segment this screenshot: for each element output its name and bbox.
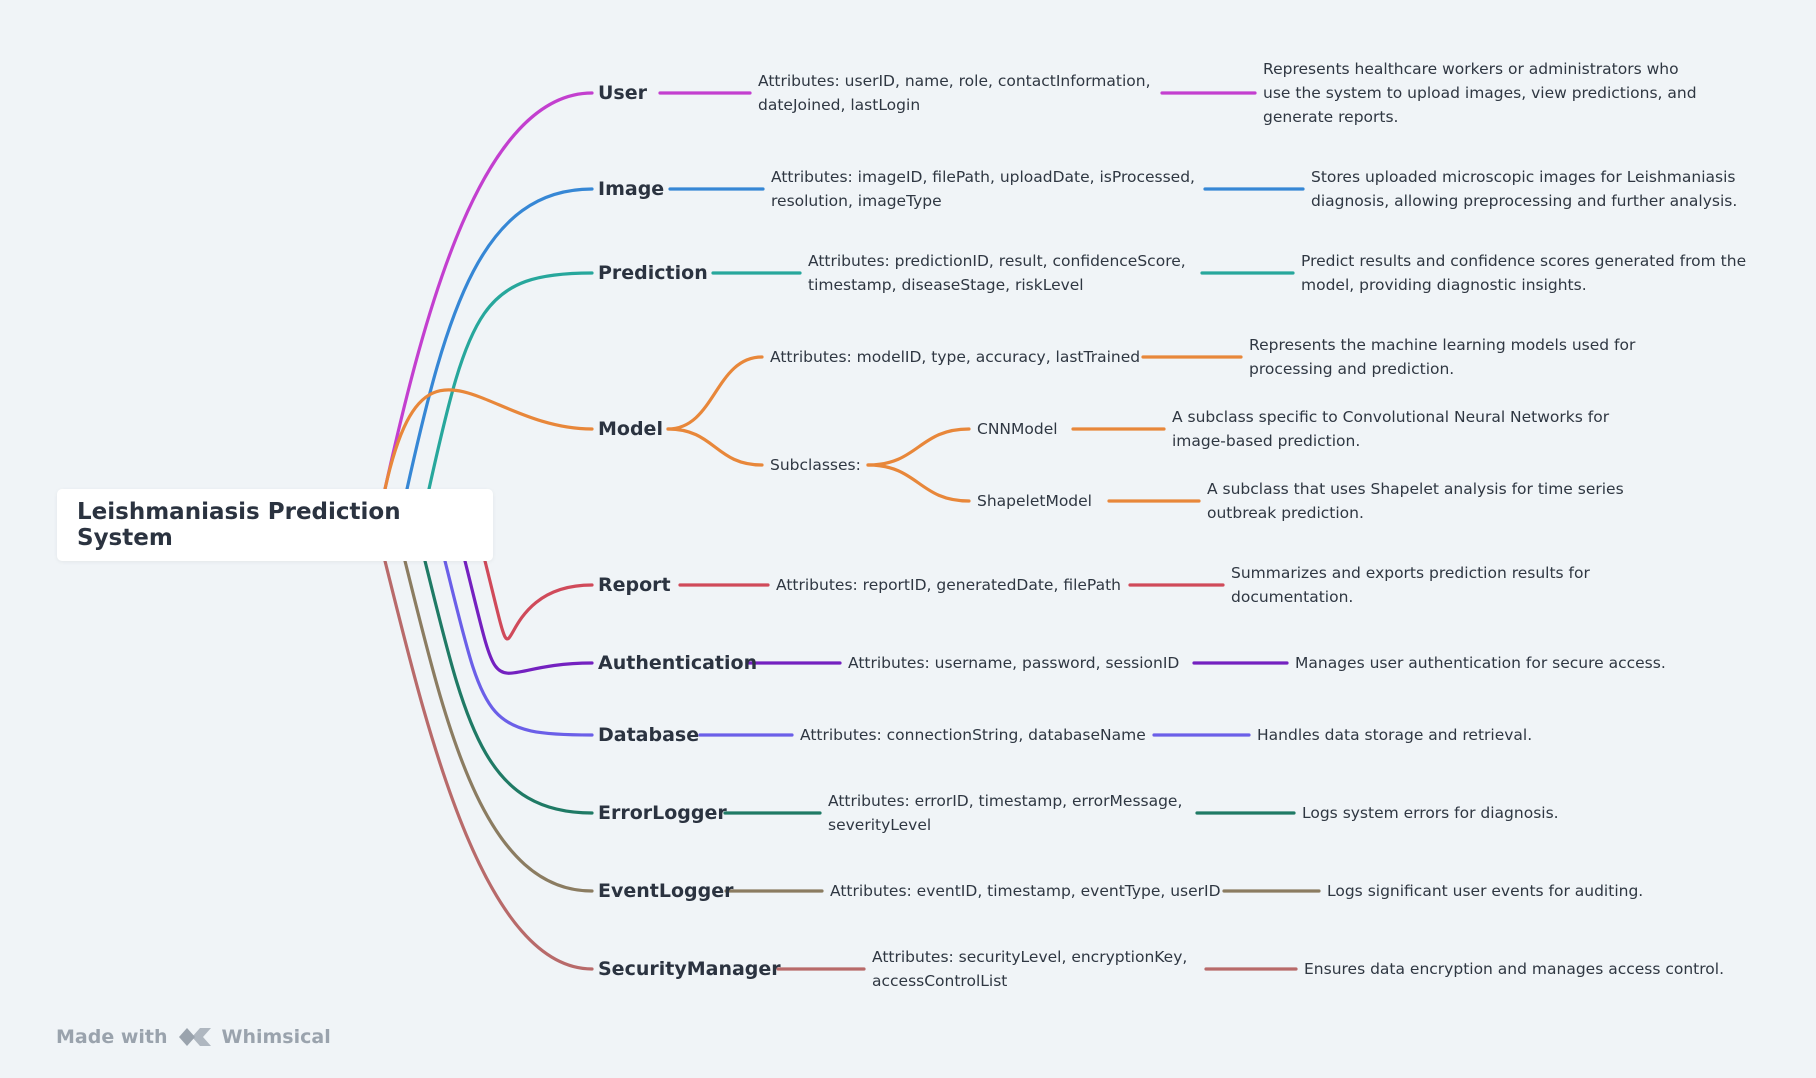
node-errorlogger[interactable]: ErrorLogger [598,802,727,824]
root-node[interactable]: Leishmaniasis Prediction System [57,489,493,561]
node-database[interactable]: Database [598,724,700,746]
user-description[interactable]: Represents healthcare workers or adminis… [1263,57,1697,129]
whimsical-logo-icon [178,1028,211,1046]
user-description-line: generate reports. [1263,108,1399,126]
connector-authentication [463,559,594,675]
node-eventlogger[interactable]: EventLogger [598,880,734,902]
authentication-description-line: Manages user authentication for secure a… [1295,654,1666,672]
securitymanager-attributes-line: Attributes: securityLevel, encryptionKey… [872,948,1188,966]
errorlogger-description-line: Logs system errors for diagnosis. [1302,804,1559,822]
errorlogger-description[interactable]: Logs system errors for diagnosis. [1302,801,1559,825]
made-with-label: Made with [56,1026,168,1048]
node-image[interactable]: Image [598,178,665,200]
connector-user [383,91,594,491]
prediction-attributes[interactable]: Attributes: predictionID, result, confid… [808,249,1186,297]
prediction-attributes-line: Attributes: predictionID, result, confid… [808,252,1186,270]
whimsical-brand: Whimsical [221,1026,331,1048]
connector-securitymanager [383,559,594,971]
node-user[interactable]: User [598,82,647,104]
node-model[interactable]: Model [598,418,663,440]
root-title: Leishmaniasis Prediction System [77,499,401,551]
user-attributes-line: dateJoined, lastLogin [758,96,921,114]
report-attributes[interactable]: Attributes: reportID, generatedDate, fil… [776,573,1121,597]
model-subclasses-label[interactable]: Subclasses: [770,456,861,474]
connector-model-subclasses [666,427,764,467]
prediction-description[interactable]: Predict results and confidence scores ge… [1301,249,1746,297]
node-securitymanager[interactable]: SecurityManager [598,958,781,980]
connector-errorlogger [423,559,594,815]
subclass-description-1-line: outbreak prediction. [1207,504,1364,522]
connector-eventlogger [403,559,594,893]
securitymanager-attributes-line: accessControlList [872,972,1008,990]
user-description-line: use the system to upload images, view pr… [1263,84,1697,102]
connector-subclass-0 [866,427,971,467]
image-description-line: diagnosis, allowing preprocessing and fu… [1311,192,1738,210]
image-description-line: Stores uploaded microscopic images for L… [1311,168,1736,186]
prediction-description-line: model, providing diagnostic insights. [1301,276,1587,294]
subclass-description-0-line: A subclass specific to Convolutional Neu… [1172,408,1610,426]
database-description-line: Handles data storage and retrieval. [1257,726,1533,744]
image-attributes[interactable]: Attributes: imageID, filePath, uploadDat… [771,165,1195,213]
user-attributes-line: Attributes: userID, name, role, contactI… [758,72,1151,90]
user-description-line: Represents healthcare workers or adminis… [1263,60,1679,78]
report-description[interactable]: Summarizes and exports prediction result… [1231,561,1590,609]
subclass-description-0-line: image-based prediction. [1172,432,1361,450]
made-with-whimsical[interactable]: Made with Whimsical [56,1024,331,1050]
prediction-attributes-line: timestamp, diseaseStage, riskLevel [808,276,1084,294]
errorlogger-attributes-line: severityLevel [828,816,932,834]
database-attributes-line: Attributes: connectionString, databaseNa… [800,726,1146,744]
report-attributes-line: Attributes: reportID, generatedDate, fil… [776,576,1121,594]
authentication-description[interactable]: Manages user authentication for secure a… [1295,651,1666,675]
connector-subclass-1 [866,463,971,503]
securitymanager-attributes[interactable]: Attributes: securityLevel, encryptionKey… [872,945,1187,993]
model-attributes[interactable]: Attributes: modelID, type, accuracy, las… [770,345,1140,369]
node-report[interactable]: Report [598,574,671,596]
subclass-cnnmodel[interactable]: CNNModel [977,420,1058,438]
connector-database [443,559,594,737]
securitymanager-description[interactable]: Ensures data encryption and manages acce… [1304,957,1724,981]
model-description-line: Represents the machine learning models u… [1249,336,1636,354]
node-authentication[interactable]: Authentication [598,652,758,674]
subclass-description-1[interactable]: A subclass that uses Shapelet analysis f… [1207,477,1624,525]
connector-report [483,559,594,641]
errorlogger-attributes[interactable]: Attributes: errorID, timestamp, errorMes… [828,789,1182,837]
image-description[interactable]: Stores uploaded microscopic images for L… [1311,165,1737,213]
model-description-line: processing and prediction. [1249,360,1455,378]
database-description[interactable]: Handles data storage and retrieval. [1257,723,1532,747]
model-attributes-line: Attributes: modelID, type, accuracy, las… [770,348,1141,366]
errorlogger-attributes-line: Attributes: errorID, timestamp, errorMes… [828,792,1183,810]
connector-model [383,388,594,491]
authentication-attributes-line: Attributes: username, password, sessionI… [848,654,1180,672]
connector-model-attributes [666,355,764,431]
image-attributes-line: Attributes: imageID, filePath, uploadDat… [771,168,1195,186]
subclass-description-1-line: A subclass that uses Shapelet analysis f… [1207,480,1624,498]
node-prediction[interactable]: Prediction [598,262,708,284]
subclass-description-0[interactable]: A subclass specific to Convolutional Neu… [1172,405,1609,453]
eventlogger-attributes-line: Attributes: eventID, timestamp, eventTyp… [830,882,1221,900]
user-attributes[interactable]: Attributes: userID, name, role, contactI… [758,69,1151,117]
authentication-attributes[interactable]: Attributes: username, password, sessionI… [848,651,1179,675]
database-attributes[interactable]: Attributes: connectionString, databaseNa… [800,723,1146,747]
report-description-line: documentation. [1231,588,1354,606]
subclass-shapeletmodel[interactable]: ShapeletModel [977,492,1092,510]
prediction-description-line: Predict results and confidence scores ge… [1301,252,1747,270]
eventlogger-description-line: Logs significant user events for auditin… [1327,882,1644,900]
securitymanager-description-line: Ensures data encryption and manages acce… [1304,960,1725,978]
connector-image [405,187,594,491]
eventlogger-attributes[interactable]: Attributes: eventID, timestamp, eventTyp… [830,879,1221,903]
connector-prediction [427,271,594,491]
report-description-line: Summarizes and exports prediction result… [1231,564,1590,582]
model-description[interactable]: Represents the machine learning models u… [1249,333,1635,381]
image-attributes-line: resolution, imageType [771,192,942,210]
eventlogger-description[interactable]: Logs significant user events for auditin… [1327,879,1643,903]
